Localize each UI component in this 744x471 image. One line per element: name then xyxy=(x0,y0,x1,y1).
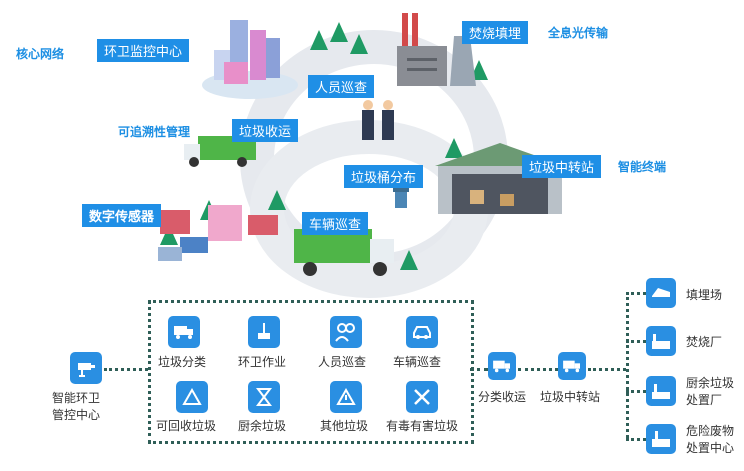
factory-icon xyxy=(652,431,670,447)
recyclable-node xyxy=(176,381,208,413)
control-center-node xyxy=(70,352,102,384)
label-traceability: 可追溯性管理 xyxy=(118,125,191,139)
hazard-center-label: 危险废物 处置中心 xyxy=(686,424,735,455)
sanitation-work-label: 环卫作业 xyxy=(238,355,287,369)
connector-line xyxy=(626,292,646,295)
hourglass-icon xyxy=(256,388,272,406)
incineration-plant-icon xyxy=(397,13,476,86)
tree-icon xyxy=(350,34,368,54)
broom-icon xyxy=(258,323,270,339)
landfill-node xyxy=(646,278,676,308)
label-staff-patrol: 人员巡查 xyxy=(308,75,375,98)
label-fiber-transmission: 全息光传输 xyxy=(548,26,609,40)
tree-icon xyxy=(310,30,328,50)
label-vehicle-patrol: 车辆巡查 xyxy=(302,212,369,235)
sanitation-work-node xyxy=(248,316,280,348)
other-waste-node xyxy=(330,381,362,413)
sensor-houses-icon xyxy=(158,205,278,261)
tree-icon xyxy=(400,250,418,270)
kitchen-waste-node xyxy=(248,381,280,413)
vehicle-patrol-node xyxy=(406,316,438,348)
staff-patrol-node xyxy=(330,316,362,348)
hazardous-label: 有毒有害垃圾 xyxy=(386,419,459,433)
kitchen-waste-label: 厨余垃圾 xyxy=(238,419,287,433)
landfill-label: 填埋场 xyxy=(686,288,723,302)
factory-icon xyxy=(652,384,670,399)
tree-icon xyxy=(445,138,463,158)
tree-icon xyxy=(268,190,286,210)
factory-icon xyxy=(652,334,670,349)
sort-collect-label: 分类收运 xyxy=(478,390,527,404)
people-icon xyxy=(335,323,355,342)
label-bin-distribution: 垃圾桶分布 xyxy=(344,165,424,188)
cctv-camera-icon xyxy=(78,363,95,377)
incinerator-node xyxy=(646,326,676,356)
car-icon xyxy=(413,326,431,339)
vehicle-patrol-label: 车辆巡查 xyxy=(393,355,442,369)
label-incineration-landfill: 焚烧填埋 xyxy=(462,21,529,44)
label-sanitation-center: 环卫监控中心 xyxy=(97,39,190,62)
sorting-label: 垃圾分类 xyxy=(158,355,207,369)
truck-icon xyxy=(563,360,580,373)
tree-icon xyxy=(330,22,348,42)
cross-icon xyxy=(414,389,430,405)
transfer-node xyxy=(558,352,586,380)
connector-vline xyxy=(626,292,629,438)
connector-line xyxy=(470,368,488,371)
label-garbage-collection: 垃圾收运 xyxy=(232,119,299,142)
label-transfer-station: 垃圾中转站 xyxy=(522,155,602,178)
control-center-label: 智能环卫 管控中心 xyxy=(52,391,101,422)
label-digital-sensor: 数字传感器 xyxy=(82,204,162,227)
warehouse-icon xyxy=(435,143,565,214)
recycle-icon xyxy=(336,388,356,405)
staff-people-icon xyxy=(362,100,394,140)
incinerator-label: 焚烧厂 xyxy=(686,335,723,349)
hazardous-node xyxy=(406,381,438,413)
staff-patrol-label: 人员巡查 xyxy=(318,355,367,369)
connector-line xyxy=(626,340,646,343)
categories-box xyxy=(148,300,474,444)
connector-line xyxy=(626,438,646,441)
label-core-network: 核心网络 xyxy=(16,47,65,61)
connector-line xyxy=(104,368,148,371)
label-smart-terminal: 智能终端 xyxy=(618,160,667,174)
kitchen-plant-node xyxy=(646,376,676,406)
other-waste-label: 其他垃圾 xyxy=(320,419,369,433)
city-buildings-icon xyxy=(202,20,298,99)
recyclable-label: 可回收垃圾 xyxy=(156,419,217,433)
connector-line xyxy=(626,390,646,393)
connector-line xyxy=(588,368,626,371)
sorting-node xyxy=(168,316,200,348)
trash-bin-icon xyxy=(393,188,409,208)
connector-line xyxy=(518,368,558,371)
landfill-truck-icon xyxy=(652,288,670,297)
triangle-icon xyxy=(182,388,202,405)
truck-icon xyxy=(493,360,510,373)
sort-collect-node xyxy=(488,352,516,380)
truck-icon xyxy=(174,326,193,339)
kitchen-plant-label: 厨余垃圾 处置厂 xyxy=(686,376,735,407)
transfer-label: 垃圾中转站 xyxy=(540,390,601,404)
hazard-center-node xyxy=(646,424,676,454)
garbage-truck-icon xyxy=(184,136,256,167)
